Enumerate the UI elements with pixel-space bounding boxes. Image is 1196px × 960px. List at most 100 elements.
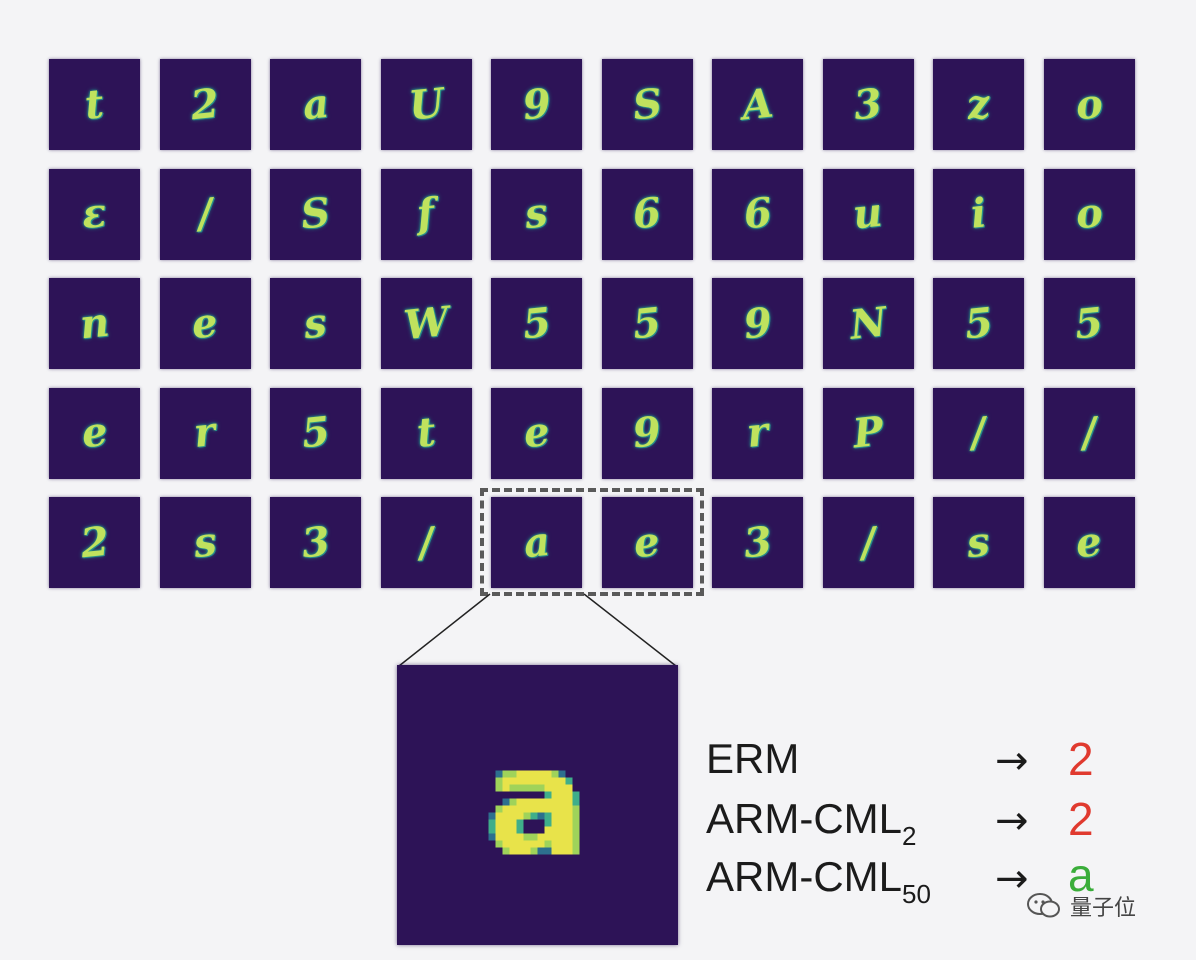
zoom-pixel	[516, 826, 524, 834]
zoom-pixel	[551, 798, 559, 806]
zoom-pixel	[537, 770, 545, 778]
zoom-pixel	[551, 805, 559, 813]
zoom-pixel	[530, 812, 538, 820]
zoom-pixel	[537, 777, 545, 785]
zoom-pixel	[572, 819, 580, 827]
prediction-arm-cml-2: 2	[1068, 793, 1094, 845]
zoom-pixel	[551, 826, 559, 834]
zoom-pixel	[551, 770, 559, 778]
sample-tile: 3	[270, 497, 361, 588]
sample-tile: e	[601, 497, 693, 588]
zoom-pixel	[523, 770, 531, 778]
zoom-pixel	[572, 798, 580, 806]
prediction-erm: 2	[1068, 733, 1094, 785]
sample-tile: t	[49, 59, 140, 150]
zoom-pixel	[502, 777, 510, 785]
zoom-pixel	[544, 777, 552, 785]
zoom-pixel	[502, 784, 510, 792]
zoom-pixel	[572, 847, 580, 855]
zoom-pixel	[516, 777, 524, 785]
label-arm-cml-50: ARM-CML50	[706, 853, 931, 909]
sample-tile: S	[270, 168, 361, 260]
zoom-pixel	[509, 784, 517, 792]
zoom-pixel	[544, 770, 552, 778]
zoom-pixel	[572, 840, 580, 848]
zoom-pixel	[544, 833, 552, 841]
zoom-pixel	[572, 826, 580, 834]
zoom-pixel	[530, 770, 538, 778]
zoomed-sample-panel	[397, 665, 678, 945]
zoom-pixel	[551, 847, 559, 855]
wechat-icon	[1027, 893, 1060, 918]
prediction-arm-cml-50: a	[1068, 849, 1094, 901]
zoom-pixel	[558, 826, 566, 834]
zoom-pixel	[516, 770, 524, 778]
zoom-pixel	[565, 819, 573, 827]
zoomed-pixel-glyph	[488, 770, 580, 855]
zoom-pixel	[544, 798, 552, 806]
sample-tile: u	[822, 168, 914, 260]
sample-tile: /	[822, 497, 914, 588]
zoom-pixel	[523, 805, 531, 813]
zoom-pixel	[572, 833, 580, 841]
highlight-selection-box	[480, 488, 704, 596]
zoom-pixel	[551, 777, 559, 785]
label-arm-cml-2: ARM-CML2	[706, 795, 917, 851]
sample-tile: s	[159, 497, 251, 588]
zoom-pixel	[565, 833, 573, 841]
zoom-pixel	[495, 777, 503, 785]
sample-tile: /	[933, 387, 1024, 479]
sample-tile: /	[380, 497, 472, 588]
zoom-pixel	[530, 798, 538, 806]
sample-tile: 2	[159, 59, 251, 150]
arrow-erm: →	[995, 738, 1029, 784]
sample-tile: a	[270, 59, 361, 150]
arrow-arm-cml-2: →	[995, 798, 1029, 844]
zoom-pixel	[516, 805, 524, 813]
sample-tile: e	[1043, 497, 1135, 588]
zoom-pixel	[544, 840, 552, 848]
sample-tile: f	[380, 168, 472, 260]
zoom-pixel	[530, 840, 538, 848]
zoom-pixel	[537, 805, 545, 813]
sample-tile: e	[491, 387, 582, 479]
zoom-pixel	[565, 805, 573, 813]
zoom-pixel	[544, 784, 552, 792]
sample-tile: 5	[491, 278, 582, 369]
zoom-pixel	[509, 847, 517, 855]
zoom-pixel	[558, 812, 566, 820]
zoom-line-right	[583, 593, 677, 667]
zoom-pixel	[558, 847, 566, 855]
zoom-pixel	[558, 784, 566, 792]
sample-tile: z	[933, 59, 1024, 150]
zoom-pixel	[544, 826, 552, 834]
zoom-pixel	[502, 826, 510, 834]
zoom-pixel	[502, 833, 510, 841]
zoom-pixel	[509, 777, 517, 785]
sample-tile: n	[49, 278, 140, 369]
zoom-pixel	[558, 819, 566, 827]
zoom-pixel	[565, 791, 573, 799]
zoom-pixel	[502, 840, 510, 848]
zoom-pixel	[516, 798, 524, 806]
zoom-pixel	[495, 819, 503, 827]
zoom-pixel	[572, 805, 580, 813]
label-erm: ERM	[706, 735, 800, 782]
zoom-pixel	[530, 833, 538, 841]
zoom-pixel	[509, 833, 517, 841]
zoom-pixel	[572, 791, 580, 799]
zoom-pixel	[495, 833, 503, 841]
sample-tile: 2	[49, 497, 140, 588]
zoom-pixel	[537, 833, 545, 841]
sample-tile: P	[822, 387, 914, 479]
sample-tile: 5	[1043, 278, 1135, 369]
sample-tile: 5	[601, 278, 693, 369]
zoom-pixel	[544, 819, 552, 827]
sample-tile: o	[1043, 168, 1135, 260]
sample-tile: A	[712, 59, 803, 150]
zoom-pixel	[551, 812, 559, 820]
sample-tile: t	[380, 387, 472, 479]
zoom-pixel	[516, 847, 524, 855]
zoom-pixel	[537, 847, 545, 855]
